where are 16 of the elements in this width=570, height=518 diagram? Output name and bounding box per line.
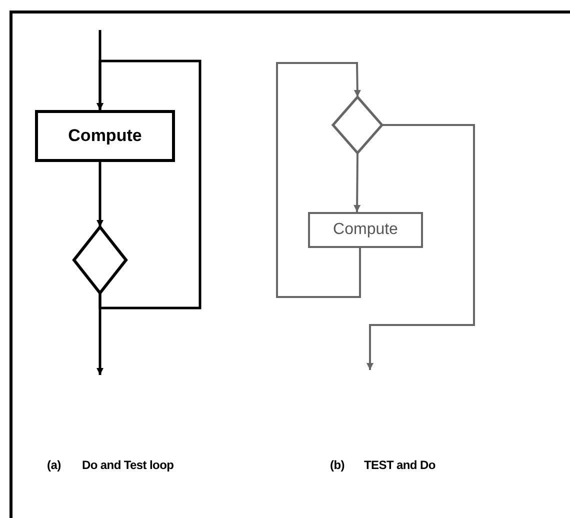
caption-text: (a) [47,458,61,472]
arrow [96,162,104,227]
node-label: Compute [333,221,398,239]
caption-text: (b) [330,458,344,472]
caption-text: Do and Test loop [82,458,174,472]
arrow [366,124,475,370]
process-box [308,212,423,248]
decision-diamond [333,97,382,153]
arrow [276,62,361,298]
process-box [35,110,175,162]
arrow [96,60,202,310]
node-label: Compute [68,126,142,146]
arrow [96,30,104,110]
caption-text: TEST and Do [364,458,436,472]
arrow [354,153,361,212]
decision-diamond [74,227,126,293]
